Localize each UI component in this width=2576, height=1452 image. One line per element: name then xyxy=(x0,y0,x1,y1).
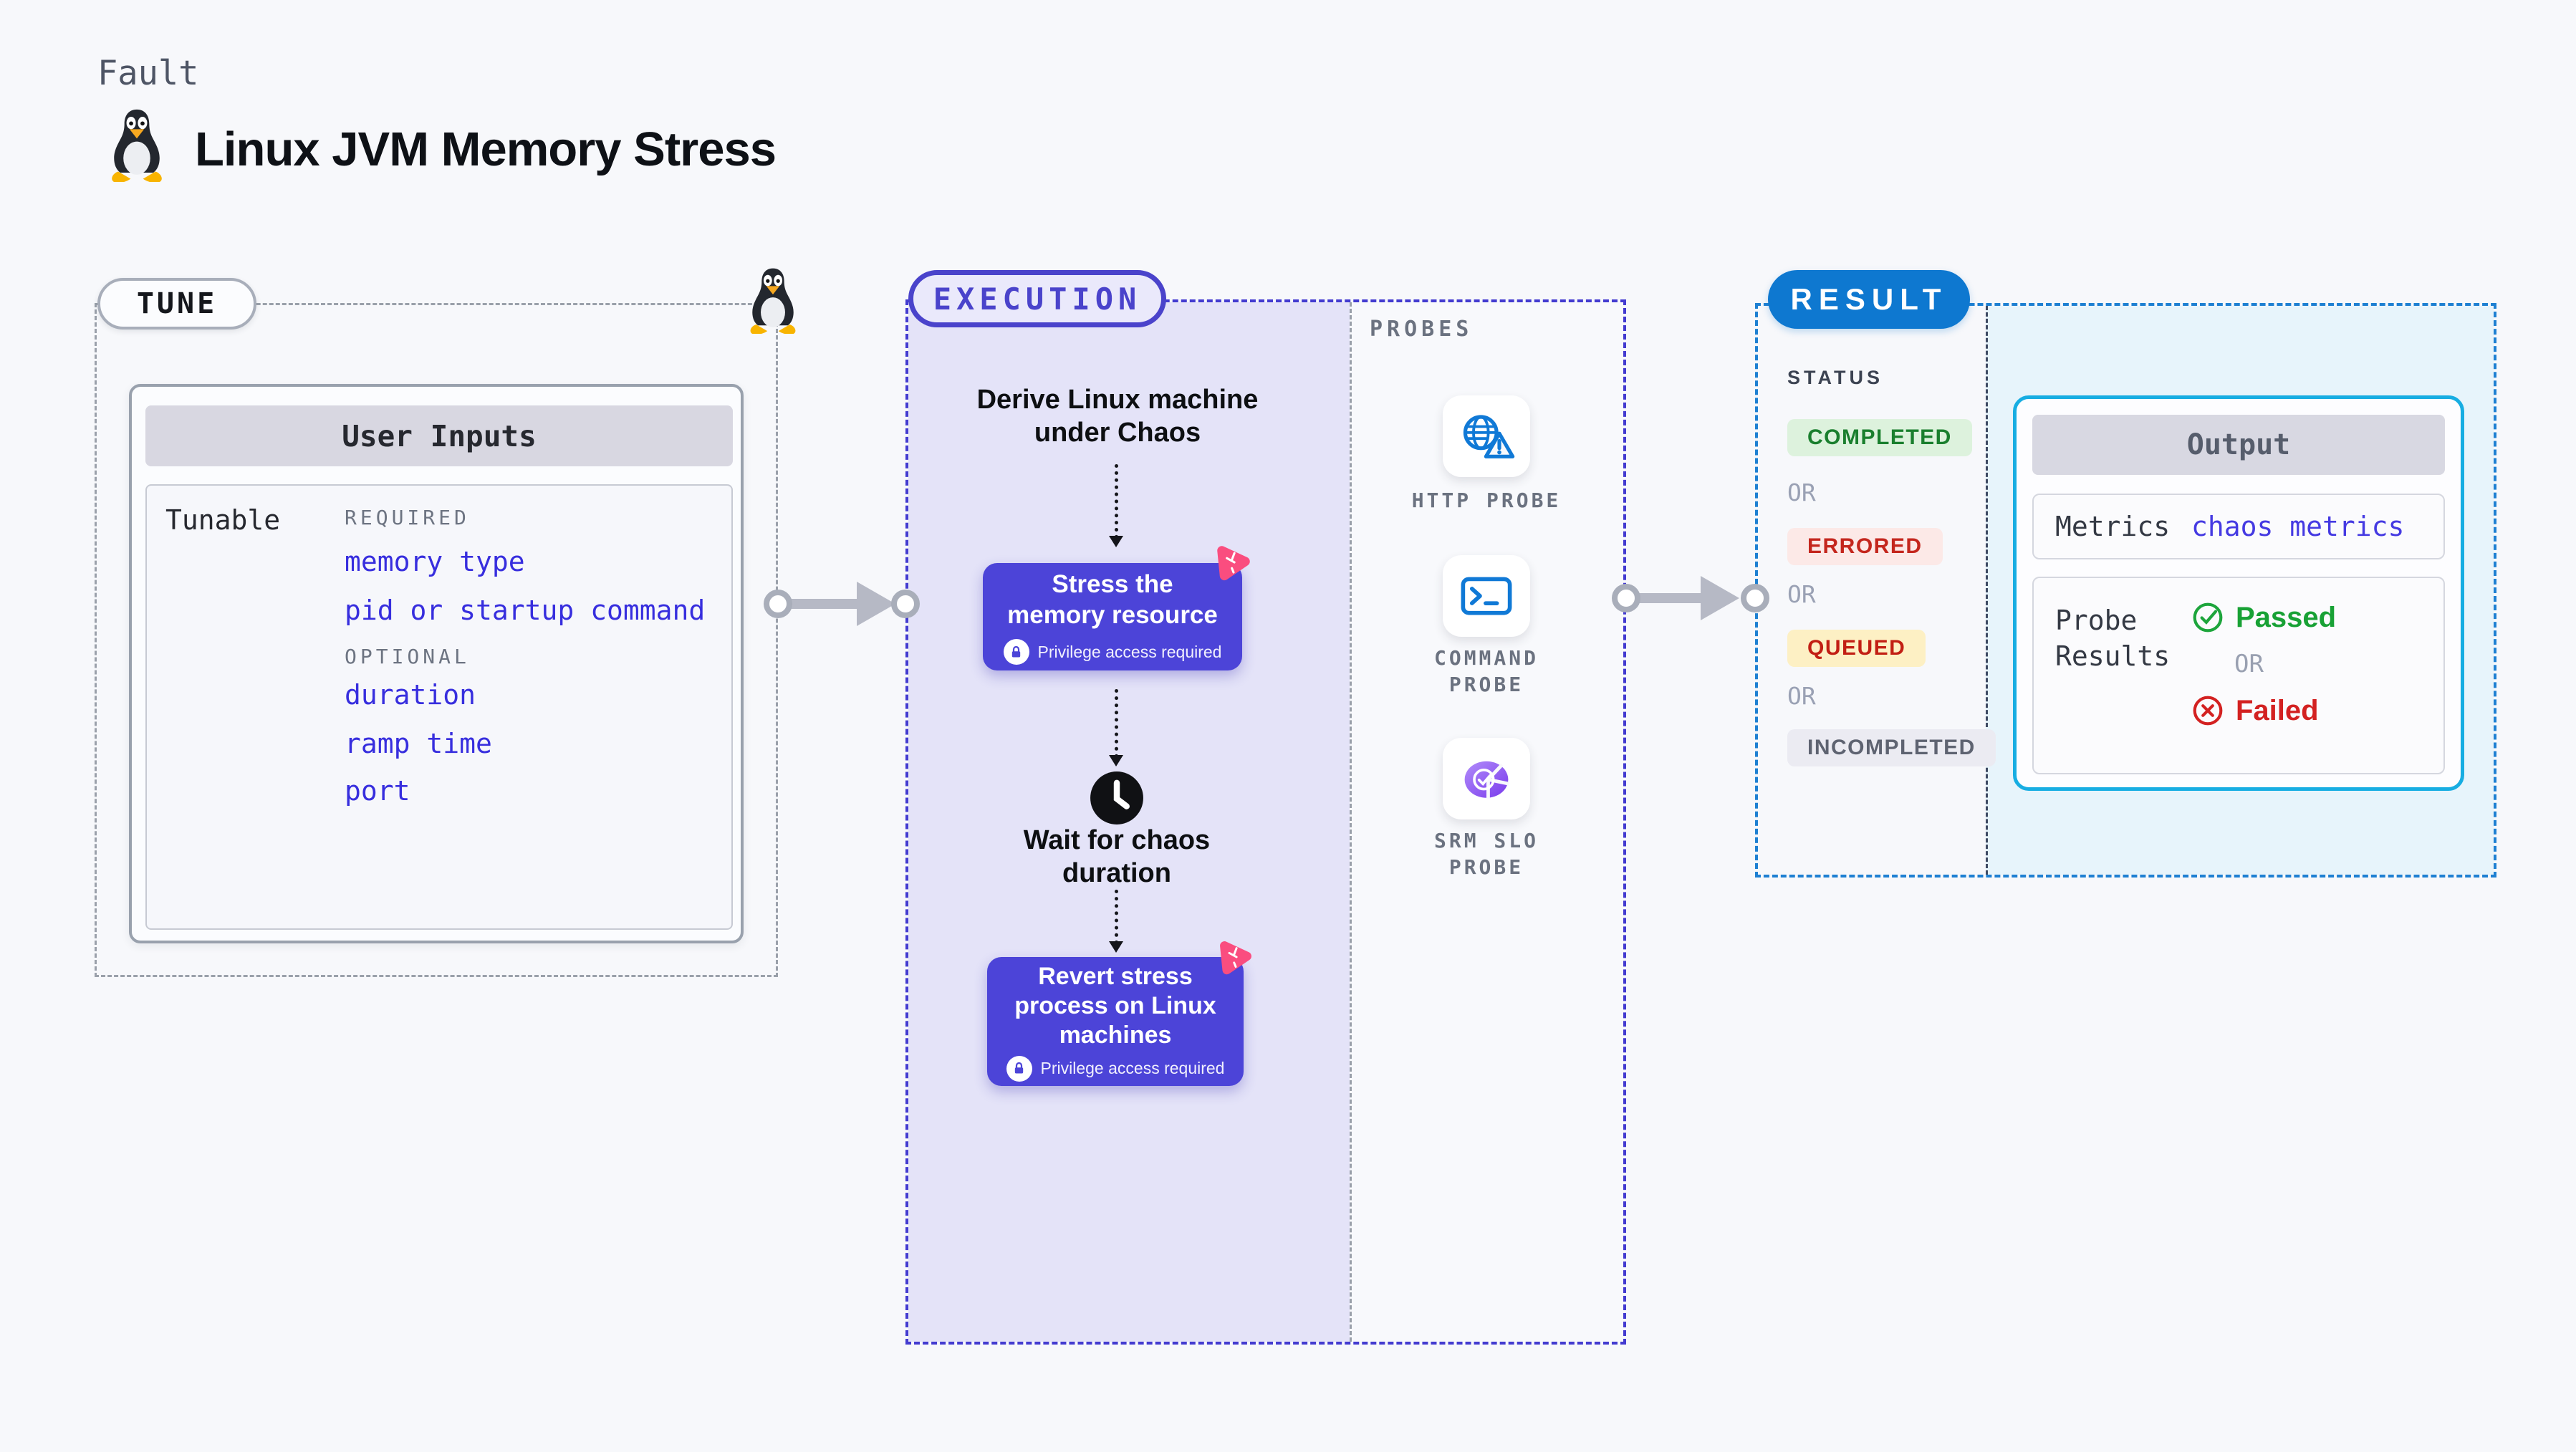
flow-connector xyxy=(1115,689,1118,758)
step-wait-duration: Wait for chaos duration xyxy=(1023,825,1211,888)
lock-icon xyxy=(1006,1055,1032,1082)
or-separator: OR xyxy=(2234,650,2264,678)
page-title: Linux JVM Memory Stress xyxy=(195,122,777,176)
fault-kicker: Fault xyxy=(97,54,199,93)
flow-connector-arrowhead xyxy=(1109,941,1123,953)
privilege-text: Privilege access required xyxy=(1040,1059,1225,1077)
execution-to-result-arrow xyxy=(1636,593,1705,603)
user-inputs-body: Tunable REQUIRED memory type pid or star… xyxy=(145,484,733,930)
execution-flow-area xyxy=(908,302,1350,1342)
x-circle-icon xyxy=(2193,696,2223,726)
status-chip-errored: ERRORED xyxy=(1787,528,1943,565)
status-chip-queued: QUEUED xyxy=(1787,630,1926,667)
input-link-duration[interactable]: duration xyxy=(345,679,476,711)
execution-to-result-arrowhead xyxy=(1701,576,1739,620)
tux-penguin-icon xyxy=(112,109,162,182)
user-inputs-title: User Inputs xyxy=(145,405,733,466)
flow-connector xyxy=(1115,464,1118,539)
chaos-logo-icon xyxy=(1220,941,1251,975)
result-badge: RESULT xyxy=(1768,270,1970,329)
privilege-text: Privilege access required xyxy=(1037,642,1222,661)
step-derive-machine: Derive Linux machine under Chaos xyxy=(976,385,1259,448)
optional-heading: OPTIONAL xyxy=(345,645,470,668)
or-separator: OR xyxy=(1787,580,1816,608)
command-probe-label: COMMAND PROBE xyxy=(1433,646,1539,696)
globe-alert-icon xyxy=(1463,415,1515,458)
check-circle-icon xyxy=(2193,602,2223,633)
output-title: Output xyxy=(2032,415,2445,475)
probe-results-row: Probe Results Passed OR Failed xyxy=(2032,577,2445,774)
flow-connector-arrowhead xyxy=(1109,536,1123,547)
command-probe-card xyxy=(1443,555,1530,637)
input-link-pid-or-startup-command[interactable]: pid or startup command xyxy=(345,595,706,626)
flow-connector xyxy=(1115,890,1118,944)
input-link-ramp-time[interactable]: ramp time xyxy=(345,728,492,759)
tunable-label: Tunable xyxy=(165,504,281,536)
slo-pie-check-icon xyxy=(1464,761,1510,800)
failed-label: Failed xyxy=(2236,694,2319,726)
wait-clock-icon xyxy=(1090,771,1143,824)
tune-region xyxy=(95,303,778,977)
or-separator: OR xyxy=(1787,682,1816,710)
tune-badge: TUNE xyxy=(97,278,256,330)
execution-badge: EXECUTION xyxy=(908,270,1166,327)
metrics-label: Metrics xyxy=(2055,511,2171,542)
chaos-logo-icon xyxy=(1217,546,1250,581)
step-revert-stress-node[interactable]: Revert stress process on Linux machines … xyxy=(987,941,1251,1086)
status-heading: STATUS xyxy=(1787,367,1883,388)
lock-icon xyxy=(1003,639,1029,665)
metrics-row: Metrics chaos metrics xyxy=(2032,494,2445,559)
tune-to-execution-arrowhead xyxy=(857,582,895,626)
required-heading: REQUIRED xyxy=(345,506,470,529)
step-stress-memory-node[interactable]: Stress the memory resource Privilege acc… xyxy=(983,546,1250,670)
privilege-chip: Privilege access required xyxy=(1006,1055,1225,1082)
failed-row: Failed xyxy=(2191,694,2336,727)
step-stress-label: Stress the memory resource xyxy=(1007,570,1218,629)
flow-connector-arrowhead xyxy=(1109,755,1123,766)
connector-node xyxy=(1612,584,1640,612)
connector-node xyxy=(764,590,792,618)
chaos-metrics-link[interactable]: chaos metrics xyxy=(2191,511,2405,542)
terminal-icon xyxy=(1461,577,1512,615)
user-inputs-card: User Inputs Tunable REQUIRED memory type… xyxy=(129,384,744,943)
connector-node xyxy=(891,590,920,618)
probe-results-values: Passed OR Failed xyxy=(2191,578,2336,773)
or-separator: OR xyxy=(1787,479,1816,506)
status-chip-completed: COMPLETED xyxy=(1787,419,1972,456)
connector-node xyxy=(1741,584,1769,612)
output-panel: Output Metrics chaos metrics Probe Resul… xyxy=(2013,395,2464,791)
input-link-port[interactable]: port xyxy=(345,775,410,807)
passed-label: Passed xyxy=(2236,601,2337,633)
srm-slo-probe-card xyxy=(1443,738,1530,819)
status-chip-incompleted: INCOMPLETED xyxy=(1787,729,1996,766)
tux-penguin-small-icon xyxy=(750,268,796,334)
probes-heading: PROBES xyxy=(1370,317,1474,342)
http-probe-card xyxy=(1443,395,1530,477)
step-revert-label: Revert stress process on Linux machines xyxy=(1014,962,1216,1049)
tune-to-execution-arrow xyxy=(788,599,862,609)
http-probe-label: HTTP PROBE xyxy=(1411,489,1562,512)
input-link-memory-type[interactable]: memory type xyxy=(345,546,525,577)
srm-slo-probe-label: SRM SLO PROBE xyxy=(1433,829,1539,879)
probe-results-label: Probe Results xyxy=(2055,605,2171,672)
passed-row: Passed xyxy=(2191,601,2336,634)
privilege-chip: Privilege access required xyxy=(1003,639,1222,665)
